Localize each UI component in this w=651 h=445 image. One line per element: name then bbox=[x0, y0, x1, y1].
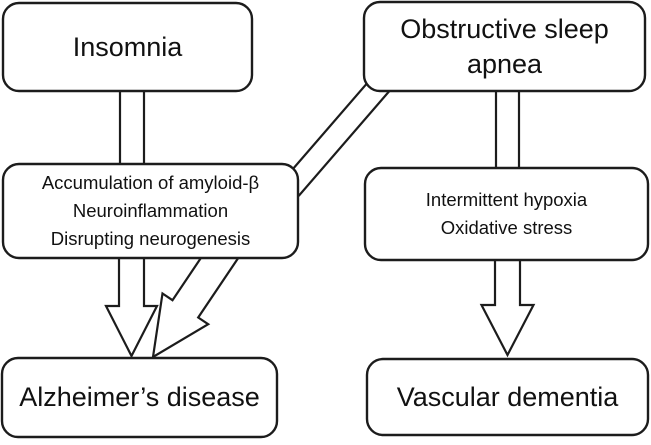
node-box-insomnia bbox=[1, 1, 254, 93]
node-box-mechanisms-vd bbox=[363, 166, 650, 262]
node-box-osa bbox=[362, 0, 647, 93]
node-box-alzheimers bbox=[0, 356, 279, 439]
edge-osa-to-mechanisms-vd bbox=[494, 81, 521, 180]
edge-mechanisms-to-vascular bbox=[479, 246, 536, 358]
edge-insomnia-to-mechanisms-ad bbox=[118, 81, 146, 177]
node-box-vascular bbox=[365, 357, 650, 437]
edge-mechanisms-to-alzheimers bbox=[104, 246, 159, 359]
node-box-mechanisms-ad bbox=[1, 162, 300, 260]
